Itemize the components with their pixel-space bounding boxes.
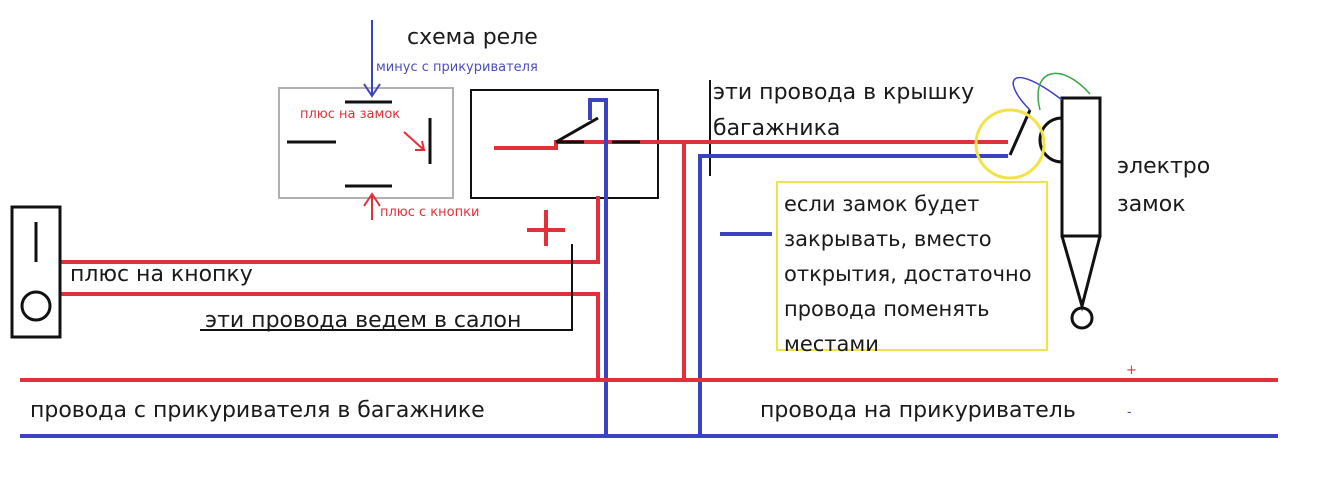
bus-minus-label: - xyxy=(1127,405,1132,420)
lock-minus-wire xyxy=(698,154,1008,436)
relay-contact-lever xyxy=(555,116,599,144)
plus-button-arrow-head xyxy=(363,192,381,207)
plus-to-lock-arrow xyxy=(403,131,425,151)
trunk-lid-label-2: багажника xyxy=(713,116,841,141)
electro-lock-tip xyxy=(1060,235,1102,312)
electro-lock-body xyxy=(1060,96,1102,238)
wires-from-lighter-label: провода с прикуривателя в багажнике xyxy=(30,398,485,423)
button-plus-wire xyxy=(60,196,600,264)
plus-from-button-label: плюс с кнопки xyxy=(380,205,480,220)
note-line: если замок будет xyxy=(784,192,980,216)
button-off-mark xyxy=(20,290,52,322)
note-line: открытия, достаточно xyxy=(784,262,1032,286)
note-line: закрывать, вместо xyxy=(784,227,992,251)
diagram-title: схема реле xyxy=(407,25,538,50)
plus-to-button-label: плюс на кнопку xyxy=(70,262,253,287)
electro-lock-label-1: электро xyxy=(1117,154,1211,179)
lock-extra-wire-green xyxy=(1037,72,1091,111)
wires-to-lighter-label: провода на прикуриватель xyxy=(760,398,1076,423)
cabin-leader-line xyxy=(200,244,573,331)
lock-connection-highlight xyxy=(974,108,1046,180)
electro-lock-label-2: замок xyxy=(1117,192,1186,217)
trunk-lid-label-1: эти провода в крышку xyxy=(713,80,975,105)
plus-to-lock-label: плюс на замок xyxy=(300,107,401,122)
reverse-wires-note: если замок будет закрывать, вместо откры… xyxy=(776,181,1048,356)
electro-lock-arc xyxy=(1038,116,1063,164)
note-line: провода поменять xyxy=(784,297,990,321)
relay-minus-wire xyxy=(588,98,608,436)
bus-plus-label: + xyxy=(1126,363,1137,378)
note-line: местами xyxy=(784,332,879,356)
electro-lock-loop xyxy=(1070,306,1094,330)
lock-connector-wire xyxy=(1008,109,1032,156)
minus-arrow-head xyxy=(363,83,381,98)
lock-extra-wire-blue xyxy=(1012,76,1063,111)
plus-to-lock-arrow-head xyxy=(415,140,426,151)
supply-plus-wire xyxy=(60,292,600,380)
minus-from-lighter-label: минус с прикуривателя xyxy=(376,60,538,75)
wires-to-cabin-label: эти провода ведем в салон xyxy=(205,308,522,333)
